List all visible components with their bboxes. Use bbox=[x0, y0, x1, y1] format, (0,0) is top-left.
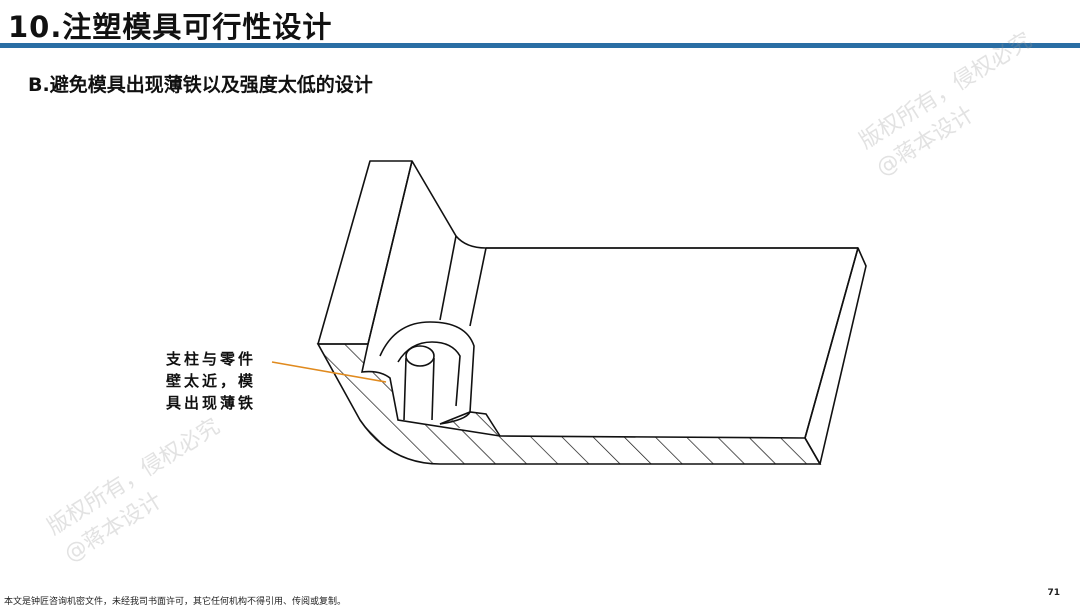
slide-title: 10.注塑模具可行性设计 bbox=[8, 10, 333, 44]
section-heading: B.避免模具出现薄铁以及强度太低的设计 bbox=[28, 74, 373, 96]
callout-line-3: 具出现薄铁 bbox=[166, 394, 257, 412]
hatched-section bbox=[316, 343, 822, 465]
page-number: 71 bbox=[1047, 588, 1060, 598]
callout-line-1: 支柱与零件 bbox=[166, 350, 257, 368]
confidentiality-footer: 本文是钟匠咨询机密文件，未经我司书面许可，其它任何机构不得引用、传阅或复制。 bbox=[4, 597, 347, 607]
part-outline bbox=[317, 160, 867, 465]
callout-line-2: 壁太近，模 bbox=[166, 372, 257, 390]
thin-steel-callout: 支柱与零件 壁太近，模 具出现薄铁 bbox=[166, 348, 286, 414]
callout-leader-line bbox=[271, 361, 387, 383]
title-underline-bar bbox=[0, 43, 1080, 48]
